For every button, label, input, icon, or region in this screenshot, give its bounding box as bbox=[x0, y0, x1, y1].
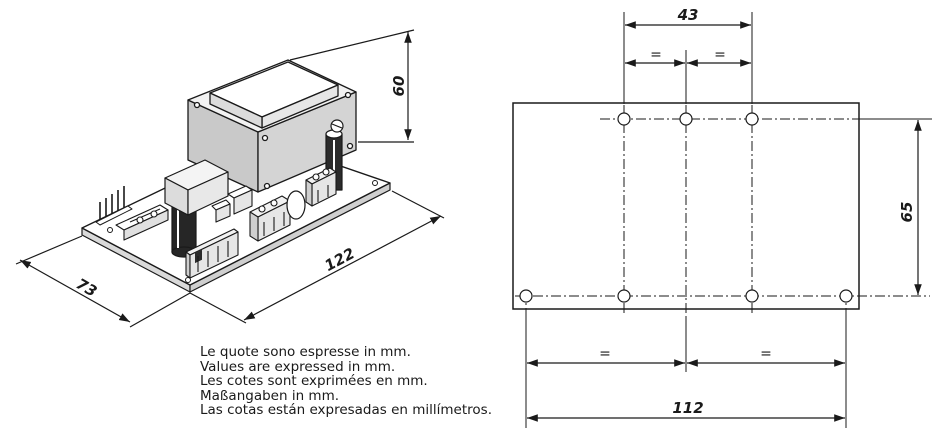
board-outline-view bbox=[512, 12, 932, 428]
hole bbox=[519, 289, 533, 303]
dim-top-span-label: 43 bbox=[677, 6, 699, 24]
pcb-mount-hole bbox=[185, 277, 191, 283]
units-note-line: Maßangaben in mm. bbox=[200, 387, 340, 404]
board-outline bbox=[512, 102, 860, 310]
units-note: Le quote sono espresse in mm. Values are… bbox=[200, 345, 492, 418]
units-note-line: Values are expressed in mm. bbox=[200, 358, 396, 375]
dim-width-label: 73 bbox=[73, 275, 100, 301]
pcb-mount-hole bbox=[372, 180, 378, 186]
dim-top-equal-left-label: = bbox=[650, 47, 662, 63]
dim-right-height-label: 65 bbox=[898, 202, 916, 223]
dim-length-label: 122 bbox=[322, 244, 358, 275]
resistor-group bbox=[211, 185, 253, 223]
dim-top-equal-right-label: = bbox=[714, 47, 726, 63]
hole bbox=[839, 289, 853, 303]
terminal-block-front bbox=[185, 228, 239, 279]
dim-bottom-equal-left-label: = bbox=[599, 346, 611, 362]
fuse-holder bbox=[115, 204, 169, 241]
terminal-block-right bbox=[305, 167, 337, 207]
units-note-line: Les cotes sont exprimées en mm. bbox=[200, 373, 428, 390]
mount-holes bbox=[519, 112, 853, 303]
hole bbox=[745, 289, 759, 303]
dim-height-left-label: 60 bbox=[390, 76, 408, 97]
hole bbox=[679, 112, 693, 126]
units-note-line: Le quote sono espresse in mm. bbox=[200, 344, 411, 360]
units-note-line: Las cotas están expresadas en millímetro… bbox=[200, 402, 492, 419]
hole bbox=[617, 112, 631, 126]
pcb-mount-hole bbox=[107, 227, 113, 233]
dim-height-left bbox=[289, 29, 415, 143]
hole bbox=[745, 112, 759, 126]
disc-capacitor bbox=[286, 190, 306, 220]
transformer bbox=[187, 59, 357, 193]
relay bbox=[164, 159, 229, 216]
dim-bottom-equal-right-label: = bbox=[760, 346, 772, 362]
pin-header bbox=[95, 186, 133, 226]
dim-length bbox=[189, 190, 445, 324]
dim-width bbox=[15, 235, 191, 328]
hole bbox=[617, 289, 631, 303]
dim-bottom-span-label: 112 bbox=[672, 399, 703, 417]
